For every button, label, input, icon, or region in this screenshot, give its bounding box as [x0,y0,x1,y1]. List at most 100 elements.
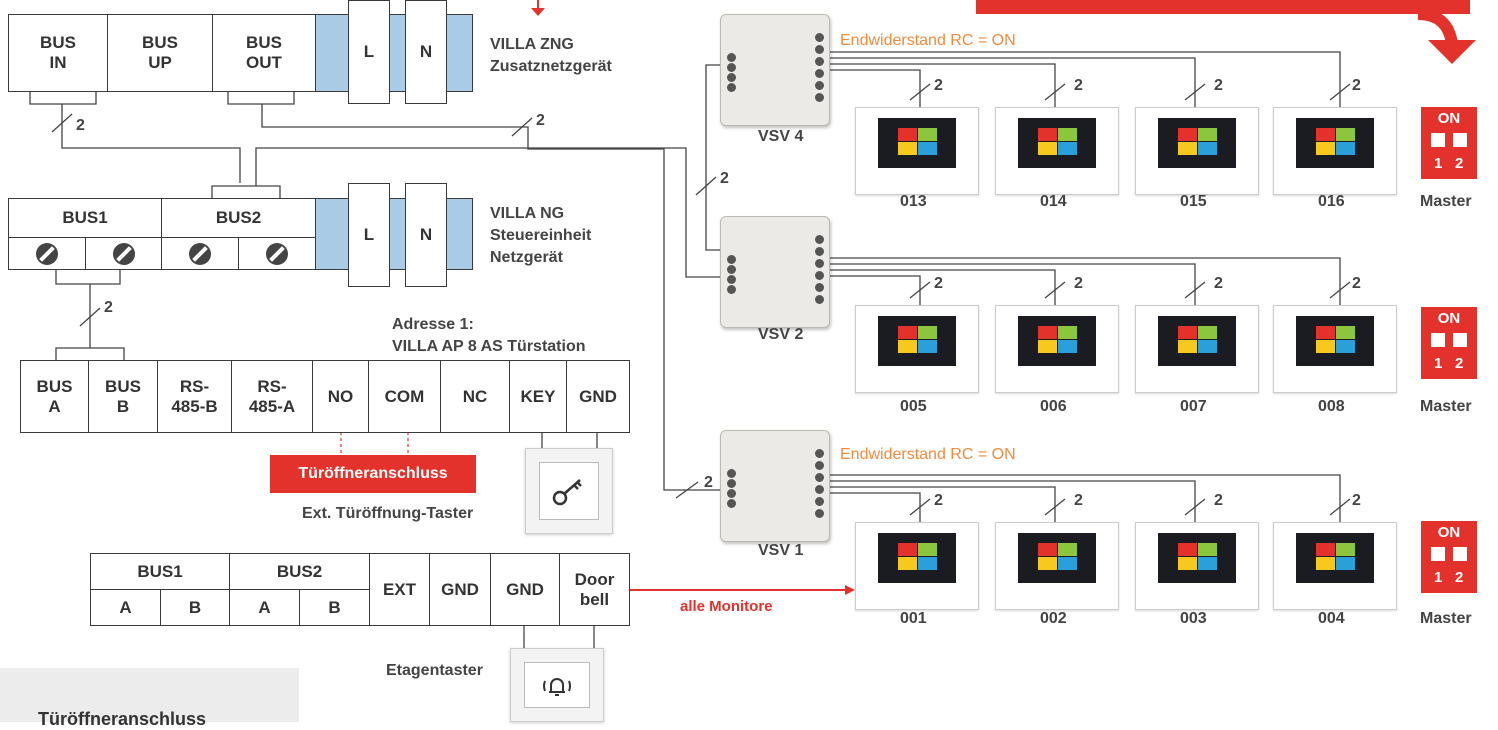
zng-bus-up: BUS UP [107,14,213,92]
screw-icon [36,242,58,265]
screen-tile [918,340,937,353]
screen-tile [898,340,917,353]
zng-bus-in: BUS IN [8,14,108,92]
zng-l-terminal: L [348,0,390,104]
screen-tile [1178,557,1197,570]
screen-tile [1336,340,1355,353]
zng-mains-block [315,14,473,92]
dip-on-label: ON [1437,310,1461,327]
station-bus-a: BUS A [20,360,89,433]
table-gnd1: GND [429,553,491,626]
screen-tile [1038,142,1057,155]
screen-tile [1198,543,1217,556]
wire-count: 2 [76,117,85,134]
all-monitors-label: alle Monitore [680,598,773,615]
vsv-label: VSV 1 [758,542,804,559]
dip-on-label: ON [1437,110,1461,127]
screen-tile [1058,557,1077,570]
bottom-panel: Türöffneranschluss [0,668,299,729]
station-rs485b: RS- 485-B [157,360,232,433]
screen-tile [1178,142,1197,155]
ext-button-label: Ext. Türöffnung-Taster [302,505,474,522]
monitor [855,305,979,393]
screen-tile [918,326,937,339]
wire-count: 2 [1352,275,1361,292]
wire-count: 2 [934,275,943,292]
monitor [995,107,1119,195]
monitor-address: 001 [900,610,927,627]
master-label: Master [1420,193,1472,210]
monitor-address: 008 [1318,398,1345,415]
screen-tile [898,128,917,141]
station-no: NO [312,360,369,433]
wire-count: 2 [934,77,943,94]
screen-tile [1058,142,1077,155]
screen-tile [1038,340,1057,353]
table-bus1: BUS1 [90,553,230,590]
screen-tile [918,128,937,141]
screen-tile [918,142,937,155]
screen-tile [1316,326,1335,339]
bottom-panel-title: Türöffneranschluss [38,709,207,729]
ng-bus2: BUS2 [161,198,316,238]
screen-tile [1038,557,1057,570]
screw-icon [112,242,135,265]
monitor-address: 016 [1318,193,1345,210]
wire-count: 2 [1074,492,1083,509]
monitor-address: 005 [900,398,927,415]
dip-switch-1 [1431,133,1445,147]
screen-tile [1198,128,1217,141]
zng-title: VILLA ZNG Zusatznetzgerät [490,36,612,75]
wire-count: 2 [1352,492,1361,509]
ng-bus1: BUS1 [8,198,162,238]
floor-button [510,648,604,722]
monitor-address: 014 [1040,193,1067,210]
monitor-screen [878,118,956,168]
dip-label-1: 1 [1434,155,1443,172]
monitor [1273,522,1397,610]
rc-note-bottom: Endwiderstand RC = ON [840,446,1016,463]
screen-tile [1058,543,1077,556]
table-b1: B [160,589,230,626]
monitor [855,107,979,195]
screw-icon [266,242,288,265]
screen-tile [1336,543,1355,556]
monitor-screen [1018,533,1096,583]
dip-switch-2 [1453,333,1467,347]
screen-tile [1316,543,1335,556]
screen-tile [1336,557,1355,570]
table-gnd2: GND [490,553,560,626]
screen-tile [1316,557,1335,570]
monitor [1135,305,1259,393]
table-doorbell: Door bell [559,553,630,626]
monitor [855,522,979,610]
monitor-screen [1296,316,1374,366]
dip-label-2: 2 [1455,155,1464,172]
monitor-screen [1296,533,1374,583]
ng-l-terminal: L [348,183,390,287]
monitor-address: 007 [1180,398,1207,415]
screen-tile [1058,326,1077,339]
table-a2: A [229,589,300,626]
screen-tile [1198,326,1217,339]
vsv-label: VSV 2 [758,326,804,343]
dip-switch-2 [1453,547,1467,561]
monitor-screen [1018,118,1096,168]
station-bus-b: BUS B [88,360,158,433]
screen-tile [1058,128,1077,141]
monitor-address: 015 [1180,193,1207,210]
station-title: Adresse 1: VILLA AP 8 AS Türstation [392,316,586,355]
table-ext: EXT [369,553,430,626]
screen-tile [1058,340,1077,353]
monitor [1273,305,1397,393]
screen-tile [1178,128,1197,141]
wire-count: 2 [934,492,943,509]
dip-switch-1 [1431,547,1445,561]
monitor [1273,107,1397,195]
wire-count: 2 [1214,77,1223,94]
ng-screw-terminal [85,237,162,270]
ng-screw-terminal [161,237,239,270]
